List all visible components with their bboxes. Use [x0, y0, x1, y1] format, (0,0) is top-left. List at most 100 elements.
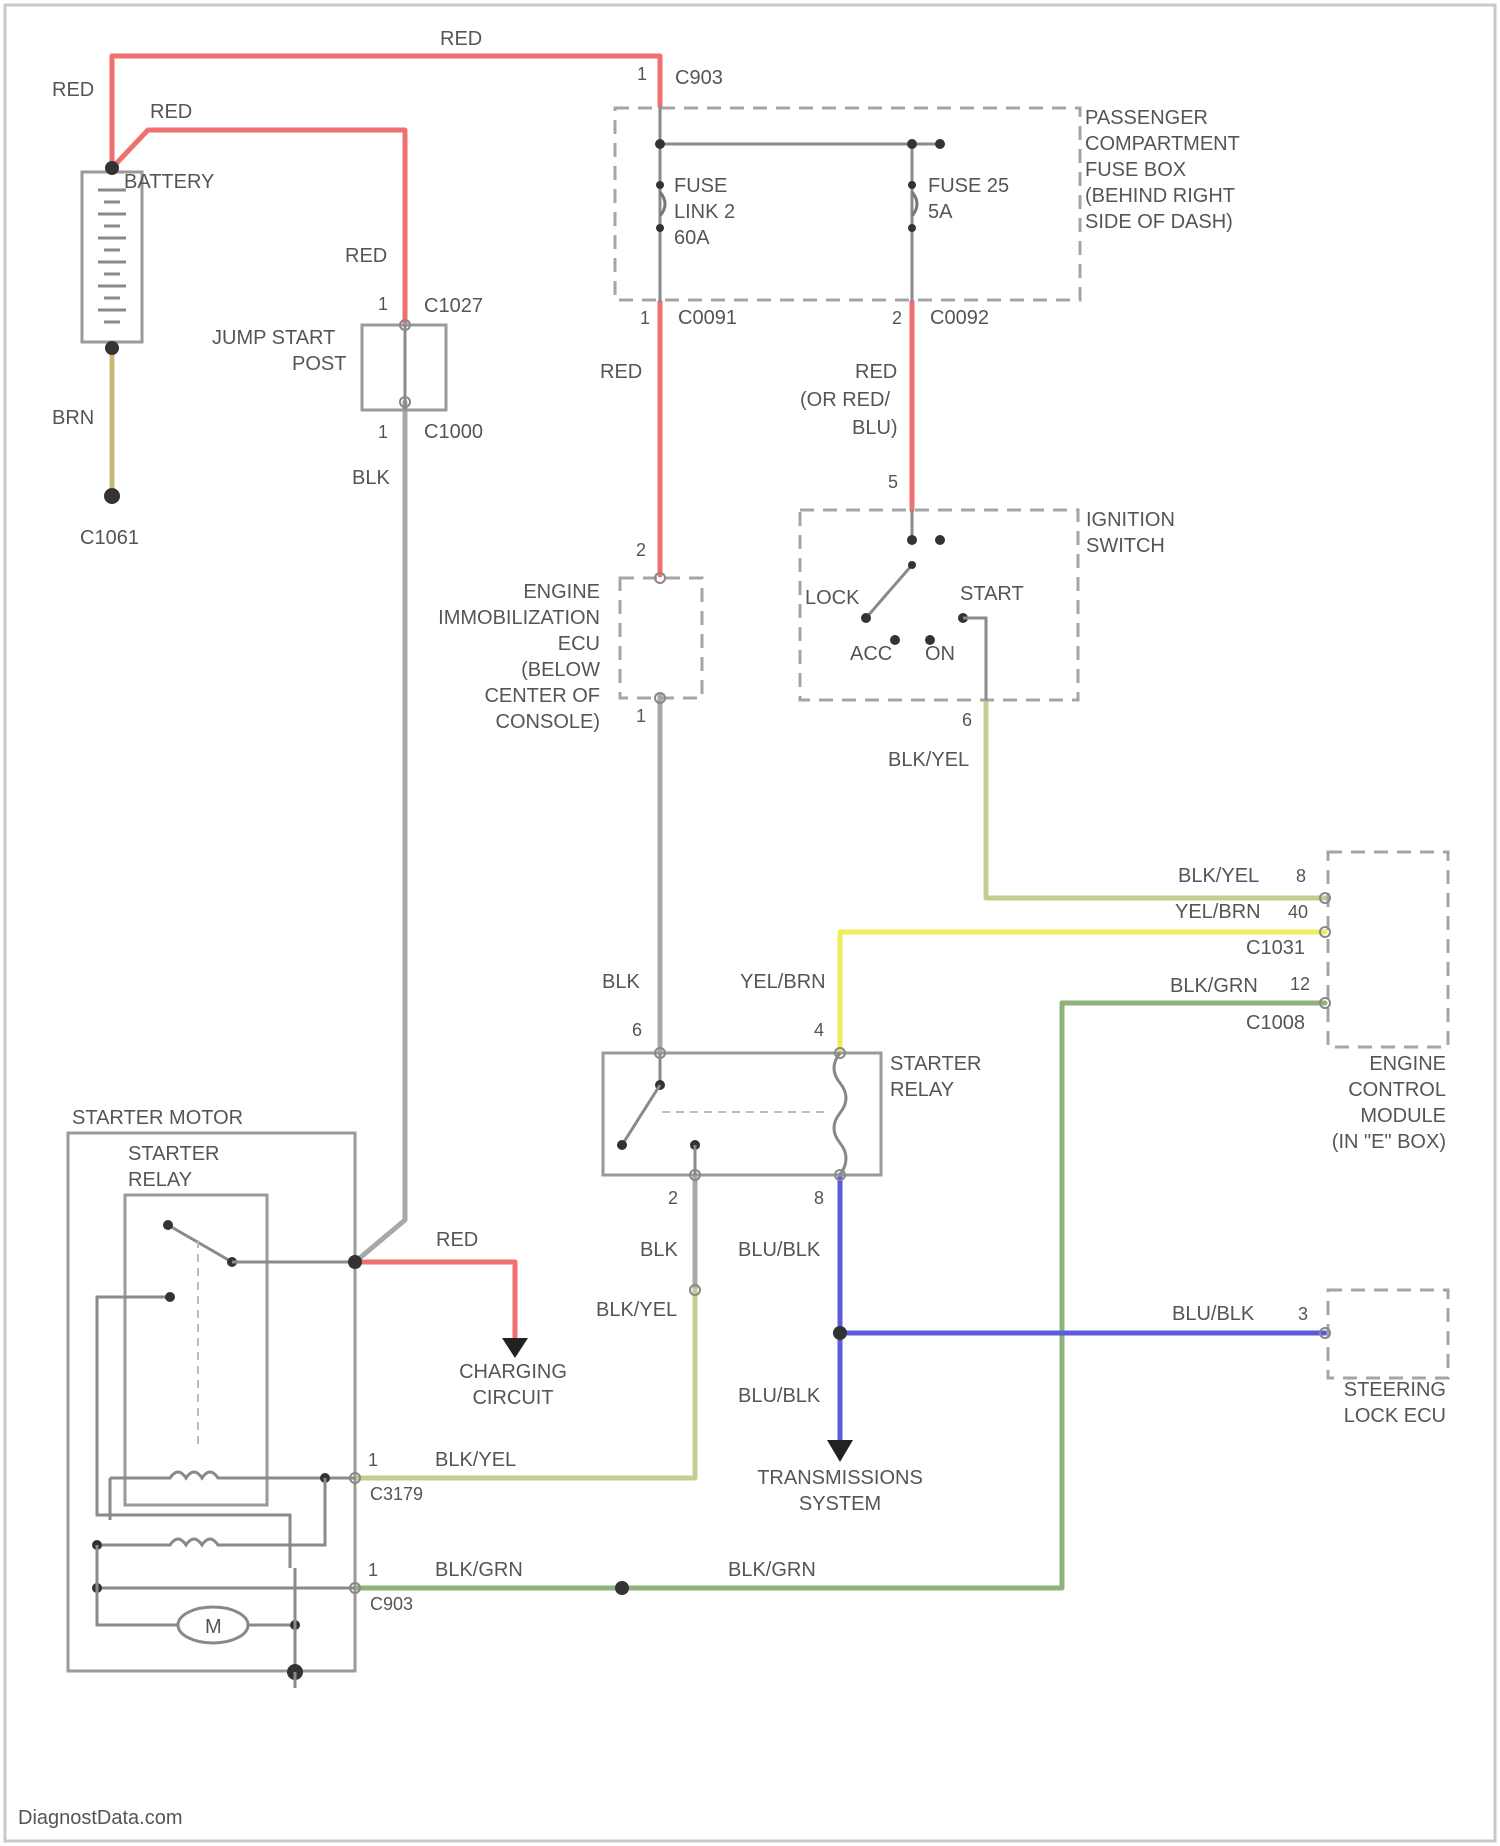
component-ecm-3: MODULE [1360, 1105, 1446, 1127]
component-fusebox-4: (BEHIND RIGHT [1085, 185, 1235, 207]
pin-c3179: 1 [368, 1450, 378, 1470]
pin-ecm-12: 12 [1290, 974, 1310, 994]
pin-ignition-6: 6 [962, 710, 972, 730]
component-fusebox-2: COMPARTMENT [1085, 133, 1240, 155]
watermark: DiagnostData.com [18, 1807, 183, 1829]
component-fusebox-3: FUSE BOX [1085, 159, 1186, 181]
ecm-outline [1328, 852, 1448, 1047]
pin-ignition-5: 5 [888, 472, 898, 492]
label-blublk-relay: BLU/BLK [738, 1239, 821, 1261]
splice-blublk [833, 1326, 847, 1340]
component-jump-start-1: JUMP START [212, 327, 335, 349]
component-immob-4: (BELOW [521, 659, 600, 681]
wire-red-battery-to-jump-post [112, 130, 405, 325]
label-blk-relay: BLK [640, 1239, 678, 1261]
label-red-ignition: RED [855, 361, 897, 383]
pin-immob-2: 2 [636, 540, 646, 560]
component-motor-relay-1: STARTER [128, 1143, 220, 1165]
starter-motor-box [68, 1133, 355, 1671]
connector-c1008: C1008 [1246, 1012, 1305, 1034]
label-blublk-transmission: BLU/BLK [738, 1385, 821, 1407]
label-blkgrn-motor: BLK/GRN [435, 1559, 523, 1581]
component-immob-5: CENTER OF [484, 685, 600, 707]
starter-relay-coil [834, 1053, 846, 1175]
pin-c1027: 1 [378, 294, 388, 314]
wire-blkyel-ignition-to-ecm [986, 700, 1325, 898]
connector-c1061: C1061 [80, 527, 139, 549]
label-brn: BRN [52, 407, 94, 429]
pin-c1000: 1 [378, 422, 388, 442]
motor-symbol-label: M [205, 1616, 222, 1638]
component-immob-6: CONSOLE) [496, 711, 600, 733]
ground-c1061 [104, 488, 120, 504]
transmission-arrow-icon [827, 1440, 853, 1462]
splice-blkgrn [615, 1581, 629, 1595]
pin-relay-6: 6 [632, 1020, 642, 1040]
pin-c0092: 2 [892, 308, 902, 328]
ignition-switch-blade [866, 565, 912, 618]
connector-c0091: C0091 [678, 307, 737, 329]
immobilizer-ecu-outline [620, 578, 702, 698]
connector-c1000: C1000 [424, 421, 483, 443]
starter-relay-blade [622, 1085, 660, 1145]
connector-c0092: C0092 [930, 307, 989, 329]
pin-c903-motor: 1 [368, 1560, 378, 1580]
pin-c0091: 1 [640, 308, 650, 328]
component-fuse25-1: FUSE 25 [928, 175, 1009, 197]
component-charging-2: CIRCUIT [472, 1387, 553, 1409]
label-red-top: RED [440, 28, 482, 50]
ignition-position-on: ON [925, 643, 955, 665]
ignition-position-lock: LOCK [805, 587, 860, 609]
component-battery: BATTERY [124, 171, 214, 193]
label-blkgrn-ecm: BLK/GRN [1170, 975, 1258, 997]
component-starter-relay-2: RELAY [890, 1079, 954, 1101]
wire-red-battery-to-fusebox [112, 56, 660, 168]
component-transmission-1: TRANSMISSIONS [757, 1467, 923, 1489]
label-red-ignition-alt2: BLU) [852, 417, 898, 439]
label-red-ignition-alt: (OR RED/ [800, 389, 890, 411]
label-yelbrn-ecm: YEL/BRN [1175, 901, 1261, 923]
connector-c1027: C1027 [424, 295, 483, 317]
component-fuselink-3: 60A [674, 227, 710, 249]
component-fuselink-1: FUSE [674, 175, 727, 197]
pin-relay-2: 2 [668, 1188, 678, 1208]
component-ecm-1: ENGINE [1369, 1053, 1446, 1075]
label-blkyel-ignition: BLK/YEL [888, 749, 969, 771]
component-charging-1: CHARGING [459, 1361, 567, 1383]
label-blkyel-motor: BLK/YEL [435, 1449, 516, 1471]
component-immob-3: ECU [558, 633, 600, 655]
pin-relay-8: 8 [814, 1188, 824, 1208]
component-transmission-2: SYSTEM [799, 1493, 881, 1515]
pin-ecm-8: 8 [1296, 866, 1306, 886]
ignition-position-acc: ACC [850, 643, 892, 665]
label-red-battery: RED [150, 101, 192, 123]
component-steering-2: LOCK ECU [1344, 1405, 1446, 1427]
steering-lock-ecu-outline [1328, 1290, 1448, 1378]
component-steering-1: STEERING [1344, 1379, 1446, 1401]
connector-c1031: C1031 [1246, 937, 1305, 959]
hold-coil-symbol [110, 1472, 355, 1478]
connector-c903: C903 [675, 67, 723, 89]
pin-c903: 1 [637, 64, 647, 84]
component-immob-2: IMMOBILIZATION [438, 607, 600, 629]
pin-steering-3: 3 [1298, 1304, 1308, 1324]
component-starter-motor: STARTER MOTOR [72, 1107, 243, 1129]
label-yelbrn-relay: YEL/BRN [740, 971, 826, 993]
label-red-jump: RED [345, 245, 387, 267]
wire-blk-jump-to-starter [355, 402, 405, 1262]
component-fusebox-5: SIDE OF DASH) [1085, 211, 1233, 233]
component-motor-relay-2: RELAY [128, 1169, 192, 1191]
component-ignition-2: SWITCH [1086, 535, 1165, 557]
label-red-fuselink: RED [600, 361, 642, 383]
label-blkyel-relay: BLK/YEL [596, 1299, 677, 1321]
ignition-position-start: START [960, 583, 1024, 605]
component-ecm-2: CONTROL [1348, 1079, 1446, 1101]
connector-c903-motor: C903 [370, 1594, 413, 1614]
pin-ecm-40: 40 [1288, 902, 1308, 922]
component-jump-start-2: POST [292, 353, 346, 375]
label-blkyel-ecm: BLK/YEL [1178, 865, 1259, 887]
wire-red-to-charging-circuit [355, 1262, 515, 1340]
component-ignition-1: IGNITION [1086, 509, 1175, 531]
component-ecm-4: (IN "E" BOX) [1332, 1131, 1446, 1153]
